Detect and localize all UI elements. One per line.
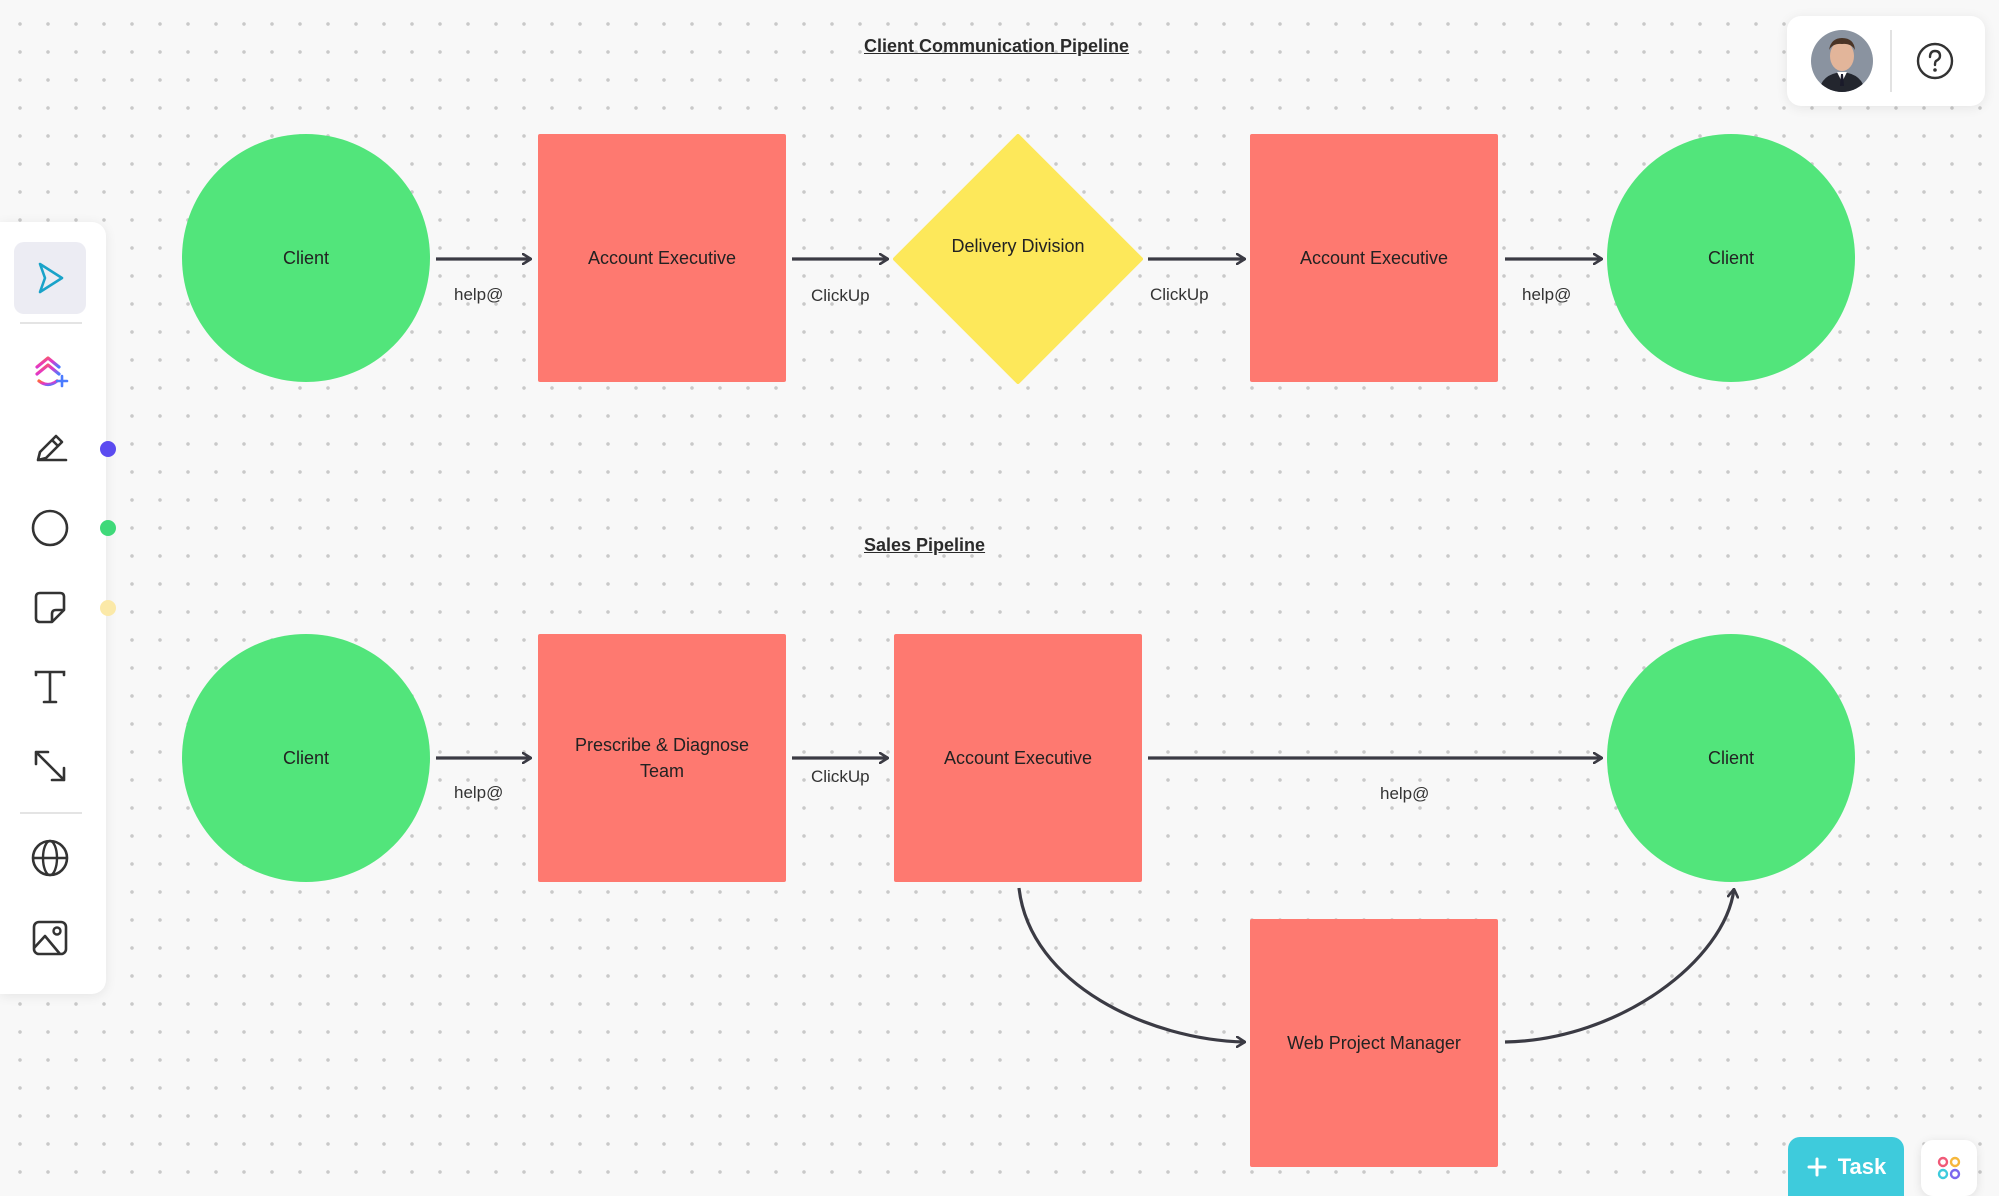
help-icon: [1916, 42, 1954, 80]
image-icon: [32, 920, 68, 956]
cursor-icon: [38, 262, 64, 294]
toolbar-divider: [20, 322, 82, 324]
shape-tool-button[interactable]: [14, 492, 86, 564]
edge-arrow-curved[interactable]: [1017, 887, 1245, 1042]
client-pipeline-title[interactable]: Client Communication Pipeline: [864, 36, 1130, 56]
pen-color-dot[interactable]: [100, 441, 116, 457]
sticky-color-dot[interactable]: [100, 600, 116, 616]
web-embed-tool-button[interactable]: [14, 822, 86, 894]
edge-arrow-curved[interactable]: [1504, 889, 1734, 1044]
edge-label: ClickUp: [811, 767, 870, 786]
pen-icon: [36, 434, 68, 462]
edge-label: help@: [454, 783, 504, 802]
edge-label: help@: [1522, 285, 1572, 304]
circle-icon: [31, 509, 69, 547]
left-toolbar: [0, 222, 116, 994]
globe-icon: [31, 839, 69, 877]
user-avatar[interactable]: [1811, 30, 1873, 92]
shape-color-dot[interactable]: [100, 520, 116, 536]
help-button[interactable]: [1914, 40, 1956, 82]
edge-label: ClickUp: [1150, 285, 1209, 304]
panel-divider: [1890, 30, 1892, 92]
client-node[interactable]: Client: [182, 134, 430, 382]
text-icon: [34, 670, 66, 704]
connector-icon: [34, 750, 66, 782]
prescribe-diagnose-team-node[interactable]: Prescribe & Diagnose Team: [538, 634, 786, 882]
web-project-manager-node[interactable]: Web Project Manager: [1250, 919, 1498, 1167]
delivery-division-label: Delivery Division: [951, 236, 1085, 256]
sticky-note-icon: [34, 591, 66, 624]
text-tool-button[interactable]: [14, 651, 86, 723]
account-executive-node[interactable]: Account Executive: [538, 134, 786, 382]
connector-tool-button[interactable]: [14, 730, 86, 802]
client-node[interactable]: Client: [182, 634, 430, 882]
task-button-label: Task: [1837, 1153, 1887, 1179]
client-node[interactable]: Client: [1607, 634, 1855, 882]
toolbar-divider: [20, 812, 82, 814]
delivery-division-diamond[interactable]: [893, 134, 1143, 384]
edge-label: help@: [1380, 784, 1430, 803]
avatar-icon: [1811, 30, 1873, 92]
select-tool-button[interactable]: [14, 242, 86, 314]
plus-icon: [1807, 1157, 1827, 1176]
client-node[interactable]: Client: [1607, 134, 1855, 382]
sticky-note-tool-button[interactable]: [14, 572, 86, 644]
apps-grid-icon: [1937, 1156, 1961, 1180]
account-executive-node[interactable]: Account Executive: [1250, 134, 1498, 382]
edge-label: help@: [454, 285, 504, 304]
pen-tool-button[interactable]: [14, 412, 86, 484]
user-help-panel: [1787, 16, 1985, 106]
add-task-button[interactable]: Task: [1788, 1137, 1904, 1196]
clickup-ai-icon: [35, 356, 69, 388]
apps-button[interactable]: [1921, 1140, 1977, 1196]
edge-label: ClickUp: [811, 286, 870, 305]
account-executive-node[interactable]: Account Executive: [894, 634, 1142, 882]
sales-pipeline-title[interactable]: Sales Pipeline: [864, 535, 986, 555]
clickup-ai-tool-button[interactable]: [14, 334, 86, 406]
image-tool-button[interactable]: [14, 902, 86, 974]
